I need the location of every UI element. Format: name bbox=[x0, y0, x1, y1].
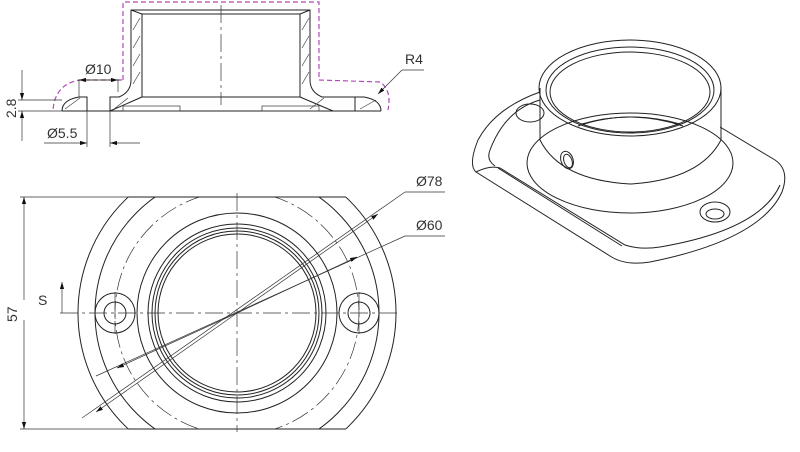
dim-height-label: 57 bbox=[4, 306, 20, 322]
dim-thickness-label: 2.8 bbox=[3, 98, 19, 118]
isometric-view bbox=[472, 39, 786, 264]
plan-view: Ø78 Ø60 57 S bbox=[4, 173, 445, 432]
phantom-outline bbox=[122, 1, 390, 111]
dim-radius-label: R4 bbox=[405, 51, 423, 67]
dim-counterbore-label: Ø10 bbox=[85, 61, 112, 77]
dim-hole-label: Ø5.5 bbox=[47, 125, 78, 141]
section-marker-label: S bbox=[38, 292, 47, 308]
dim-bolt-circle-label: Ø60 bbox=[416, 217, 443, 233]
dim-outer-diameter-label: Ø78 bbox=[416, 173, 443, 189]
section-view: Ø10 2.8 Ø5.5 R4 bbox=[3, 1, 424, 147]
